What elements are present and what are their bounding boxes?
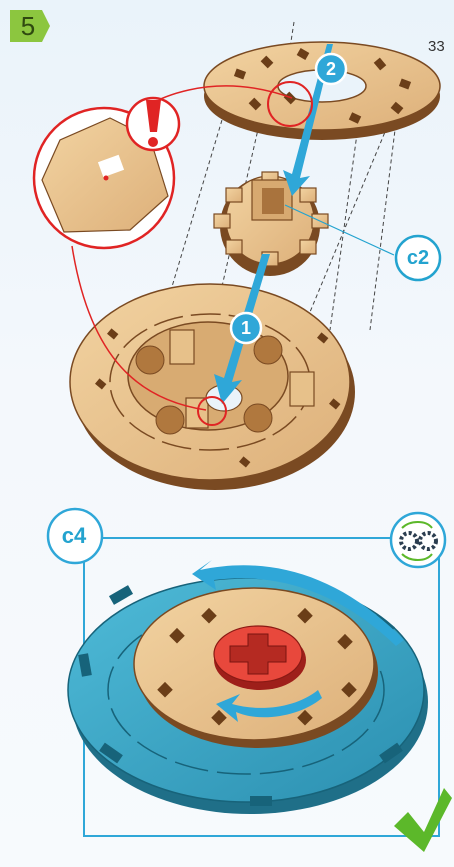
- sequence-label-2: 2: [317, 55, 345, 83]
- gears-rotate-icon: [391, 513, 445, 567]
- checkmark-icon: [394, 788, 452, 852]
- step-number: 5: [14, 10, 42, 42]
- assembly-callout-label: c4: [48, 519, 100, 553]
- sequence-label-1: 1: [232, 314, 260, 342]
- part-number-label: 33: [428, 38, 445, 55]
- gear-callout-label: c2: [394, 243, 442, 273]
- gear-c2: [214, 172, 328, 276]
- base-ring: [70, 284, 355, 490]
- attention-exclamation-icon: [127, 98, 179, 150]
